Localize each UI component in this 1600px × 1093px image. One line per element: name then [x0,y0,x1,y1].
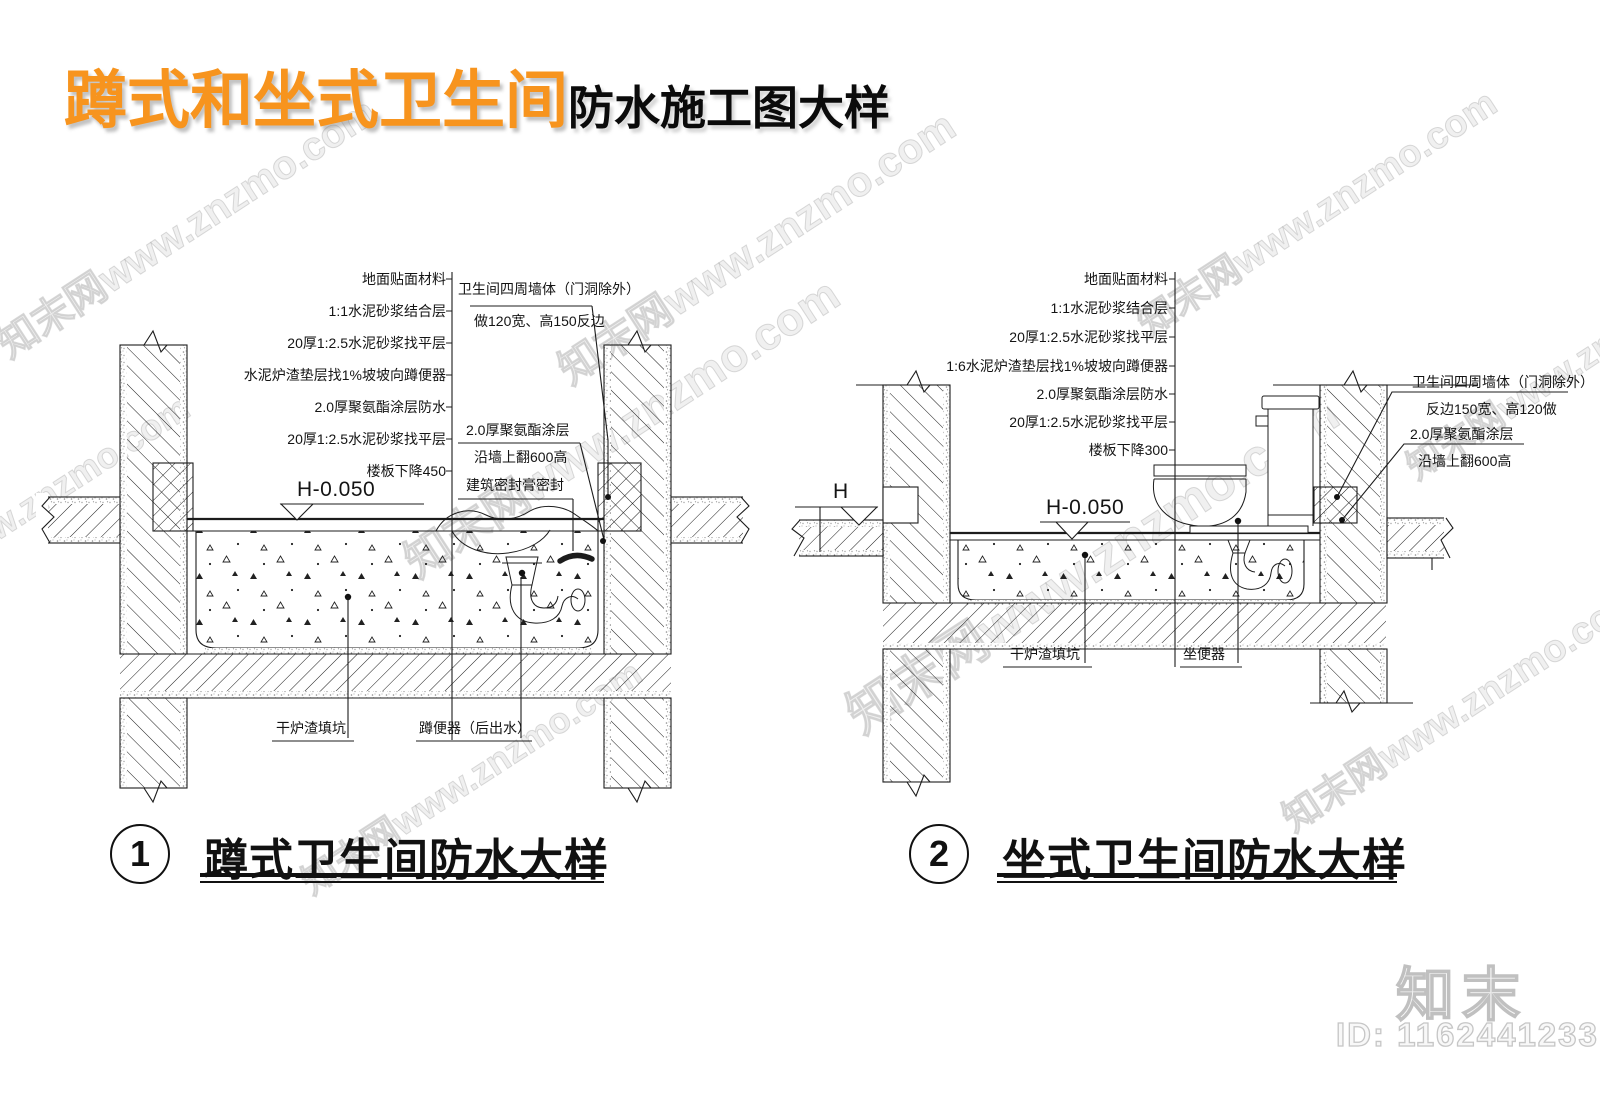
layer-label: 1:6水泥炉渣垫层找1%坡坡向蹲便器 [946,358,1168,374]
layer-label: 20厚1:2.5水泥砂浆找平层 [287,335,446,351]
layer-label: 地面贴面材料 [1084,271,1168,287]
layer-label: 2.0厚聚氨酯涂层防水 [1036,386,1168,402]
layer-label: 1:1水泥砂浆结合层 [1050,300,1168,316]
pit-label: 干炉渣填坑 [1010,646,1080,662]
sheet-title-rest: 防水施工图大样 [568,82,890,134]
layer-label: 1:1水泥砂浆结合层 [328,303,446,319]
image-id: ID: 1162441233 [1335,1015,1599,1053]
layer-label: 楼板下降300 [1088,442,1168,458]
layer-label: 20厚1:2.5水泥砂浆找平层 [1009,329,1168,345]
right-detail-linework [788,272,1568,798]
detail-number: 2 [928,833,950,874]
caption-underline [200,881,604,883]
detail-caption: 坐式卫生间防水大样 [1002,836,1407,885]
caption-underline [200,873,604,877]
fixture-label: 蹲便器（后出水） [419,720,531,736]
detail-number-circle: 2 [909,824,969,884]
coating-note: 沿墙上翻600高 [474,449,568,465]
layer-label: 楼板下降450 [366,463,446,479]
caption-underline [997,881,1397,883]
layer-label: 2.0厚聚氨酯涂层防水 [314,399,446,415]
layer-label: 地面贴面材料 [362,271,446,287]
detail-number: 1 [129,833,151,874]
left-detail-linework [36,272,755,804]
coating-note: 2.0厚聚氨酯涂层 [1410,426,1514,442]
site-logo: 知末 [1395,962,1529,1029]
wall-note: 反边150宽、高120做 [1426,401,1557,417]
layer-label: 20厚1:2.5水泥砂浆找平层 [1009,414,1168,430]
fixture-label: 坐便器 [1183,646,1225,662]
sheet-title: 蹲式和坐式卫生间 防水施工图大样 [64,70,890,133]
wall-note: 卫生间四周墙体（门洞除外） [458,281,640,297]
layer-label: 20厚1:2.5水泥砂浆找平层 [287,431,446,447]
elevation-mark: H-0.050 [297,478,376,501]
detail-number-circle: 1 [110,824,170,884]
sheet-title-highlight: 蹲式和坐式卫生间 [64,66,568,136]
elevation-mark: H-0.050 [1046,496,1125,519]
elevation-ref-mark: H [833,480,849,503]
coating-note: 沿墙上翻600高 [1418,453,1512,469]
caption-underline [997,873,1397,877]
detail-caption: 蹲式卫生间防水大样 [204,836,609,885]
sealant-note: 建筑密封膏密封 [466,477,564,493]
pit-label: 干炉渣填坑 [276,720,346,736]
coating-note: 2.0厚聚氨酯涂层 [466,422,570,438]
layer-label: 水泥炉渣垫层找1%坡坡向蹲便器 [243,367,446,383]
wall-note: 卫生间四周墙体（门洞除外） [1412,374,1594,390]
wall-note: 做120宽、高150反边 [474,313,605,329]
